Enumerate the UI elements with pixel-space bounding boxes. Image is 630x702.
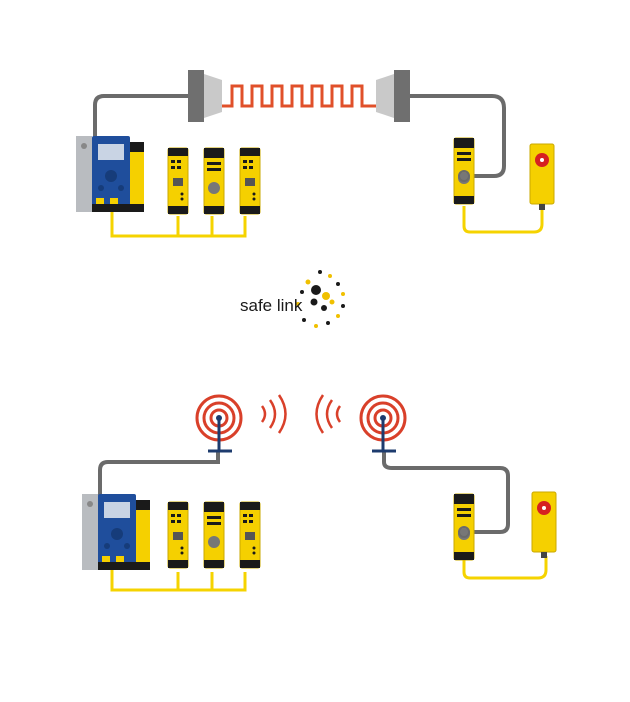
- gray-cable-left-top: [93, 94, 188, 142]
- yellow-cable-bottom-left: [110, 570, 247, 592]
- cable-port-top-right: [458, 170, 470, 182]
- radio-wave-icon: [315, 394, 342, 434]
- gray-cable-right-top: [410, 94, 506, 178]
- fiber-connector-left: [188, 70, 204, 122]
- relay-module-top-2: [203, 147, 225, 215]
- yellow-cable-bottom-right: [462, 556, 548, 580]
- fiber-signal-wave: [222, 84, 376, 108]
- yellow-cable-top-right: [462, 206, 544, 234]
- relay-module-top-1: [167, 147, 189, 215]
- radio-wave-icon: [260, 394, 287, 434]
- safety-controller-top: [76, 136, 144, 212]
- relay-module-bottom-3: [239, 501, 261, 569]
- antenna-icon: [359, 394, 407, 453]
- safe-link-logo-icon: [296, 270, 345, 328]
- relay-module-bottom-1: [167, 501, 189, 569]
- relay-module-bottom-2: [203, 501, 225, 569]
- fiber-connector-left-cone: [204, 74, 222, 118]
- antenna-icon: [195, 394, 243, 453]
- emergency-stop-icon: [531, 491, 557, 559]
- gray-cable-right-bottom: [382, 452, 510, 534]
- radio-link-bottom: [82, 394, 557, 592]
- safe-link-label: safe link: [240, 296, 303, 315]
- cable-port-bottom-right: [458, 526, 470, 538]
- gray-cable-left-bottom: [98, 452, 220, 500]
- emergency-stop-icon: [529, 143, 555, 211]
- safety-controller-bottom: [82, 494, 150, 570]
- fiber-link-top: [76, 70, 555, 238]
- relay-module-top-3: [239, 147, 261, 215]
- fiber-connector-right-cone: [376, 74, 394, 118]
- yellow-cable-top-left: [110, 212, 247, 238]
- fiber-connector-right: [394, 70, 410, 122]
